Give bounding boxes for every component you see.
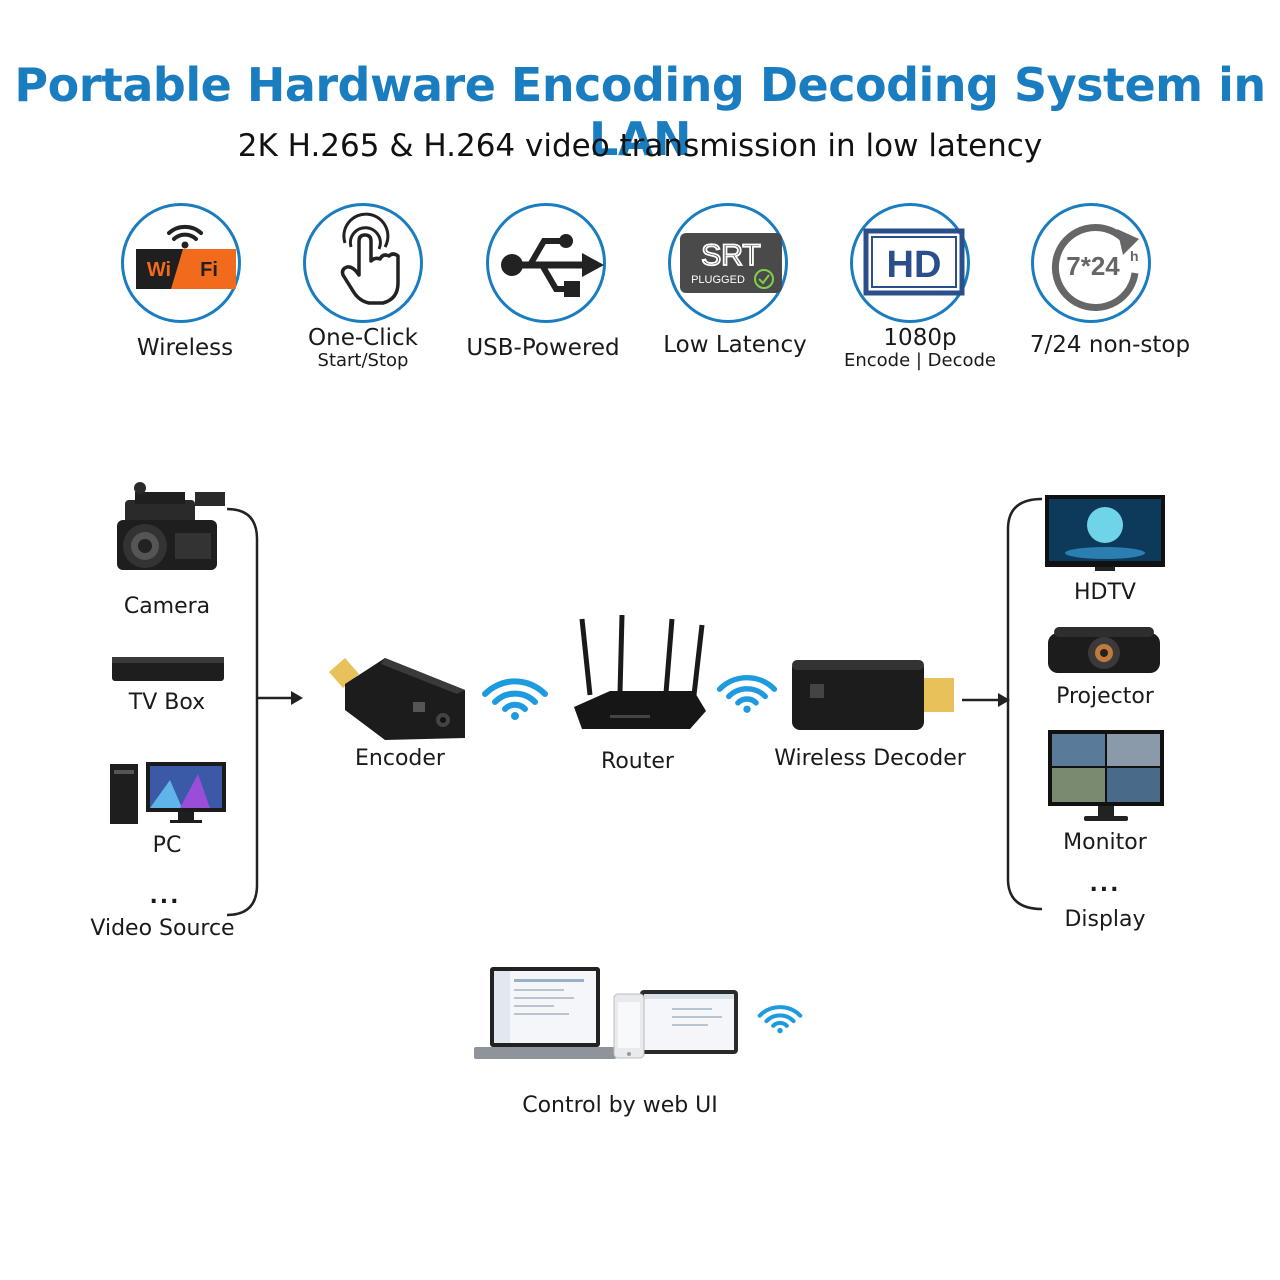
wifi-signal-icon <box>757 1005 803 1034</box>
feature-oneclick-label: One-Click Start/Stop <box>283 325 443 371</box>
wifi-badge-icon: Wi Fi <box>121 203 245 323</box>
srt-plugged-icon: SRT PLUGGED <box>668 203 792 323</box>
feature-1080p-label: 1080p Encode | Decode <box>830 325 1010 371</box>
laptop-icon <box>474 967 616 1059</box>
feature-label: Low Latency <box>663 332 807 358</box>
encoder-label: Encoder <box>355 746 445 771</box>
time-text: 7*24 <box>1066 251 1120 281</box>
source-bracket <box>226 507 303 917</box>
decoder-label: Wireless Decoder <box>774 746 966 771</box>
rotate-24h-icon: 7*24 h <box>1031 203 1155 323</box>
feature-label: USB-Powered <box>466 335 620 361</box>
plugged-text: PLUGGED <box>691 274 745 286</box>
hd-text: HD <box>887 244 942 286</box>
display-label: Projector <box>1056 684 1154 709</box>
pc-icon <box>110 762 226 824</box>
source-label: TV Box <box>128 690 206 715</box>
display-group-label: Display <box>1064 907 1146 932</box>
tv-box-icon <box>112 657 224 681</box>
feature-label: One-Click <box>308 325 418 351</box>
tablet-phone-icon <box>613 990 738 1059</box>
page-subtitle: 2K H.265 & H.264 video transmission in l… <box>237 128 1043 164</box>
source-ellipsis: ... <box>149 884 181 909</box>
h-text: h <box>1130 248 1139 264</box>
camera-icon <box>117 482 225 570</box>
monitor-icon <box>1048 730 1164 821</box>
source-group-label: Video Source <box>90 916 235 941</box>
display-ellipsis: ... <box>1089 872 1121 897</box>
wifi-fi-text: Fi <box>200 259 218 281</box>
router-label: Router <box>601 749 674 774</box>
feature-247-label: 7/24 non-stop <box>1018 332 1202 358</box>
feature-label: 1080p <box>883 325 957 351</box>
usb-icon <box>486 203 610 323</box>
source-label: PC <box>152 833 182 858</box>
feature-usb-label: USB-Powered <box>458 335 628 361</box>
feature-label: Wireless <box>136 335 234 361</box>
feature-sublabel: Start/Stop <box>317 350 409 371</box>
page-title: Portable Hardware Encoding Decoding Syst… <box>14 58 1266 166</box>
hd-icon: HD <box>850 203 974 323</box>
wifi-signal-icon <box>716 674 778 713</box>
encoder-device-icon <box>329 658 465 740</box>
feature-sublabel: Encode | Decode <box>843 350 997 371</box>
source-label: Camera <box>123 594 211 619</box>
feature-wireless-label: Wireless <box>105 335 265 361</box>
hdtv-icon <box>1045 495 1165 571</box>
feature-label: 7/24 non-stop <box>1029 332 1191 358</box>
feature-latency-label: Low Latency <box>650 332 820 358</box>
projector-icon <box>1048 627 1160 673</box>
display-label: Monitor <box>1063 830 1147 855</box>
wifi-wi-text: Wi <box>147 259 171 281</box>
display-bracket <box>962 497 1043 911</box>
display-label: HDTV <box>1074 580 1136 605</box>
decoder-device-icon <box>792 660 954 730</box>
web-ui-label: Control by web UI <box>522 1093 718 1118</box>
wifi-signal-icon <box>482 678 548 720</box>
srt-text: SRT <box>701 239 760 272</box>
router-icon <box>574 615 706 729</box>
touch-hand-icon <box>303 203 427 323</box>
